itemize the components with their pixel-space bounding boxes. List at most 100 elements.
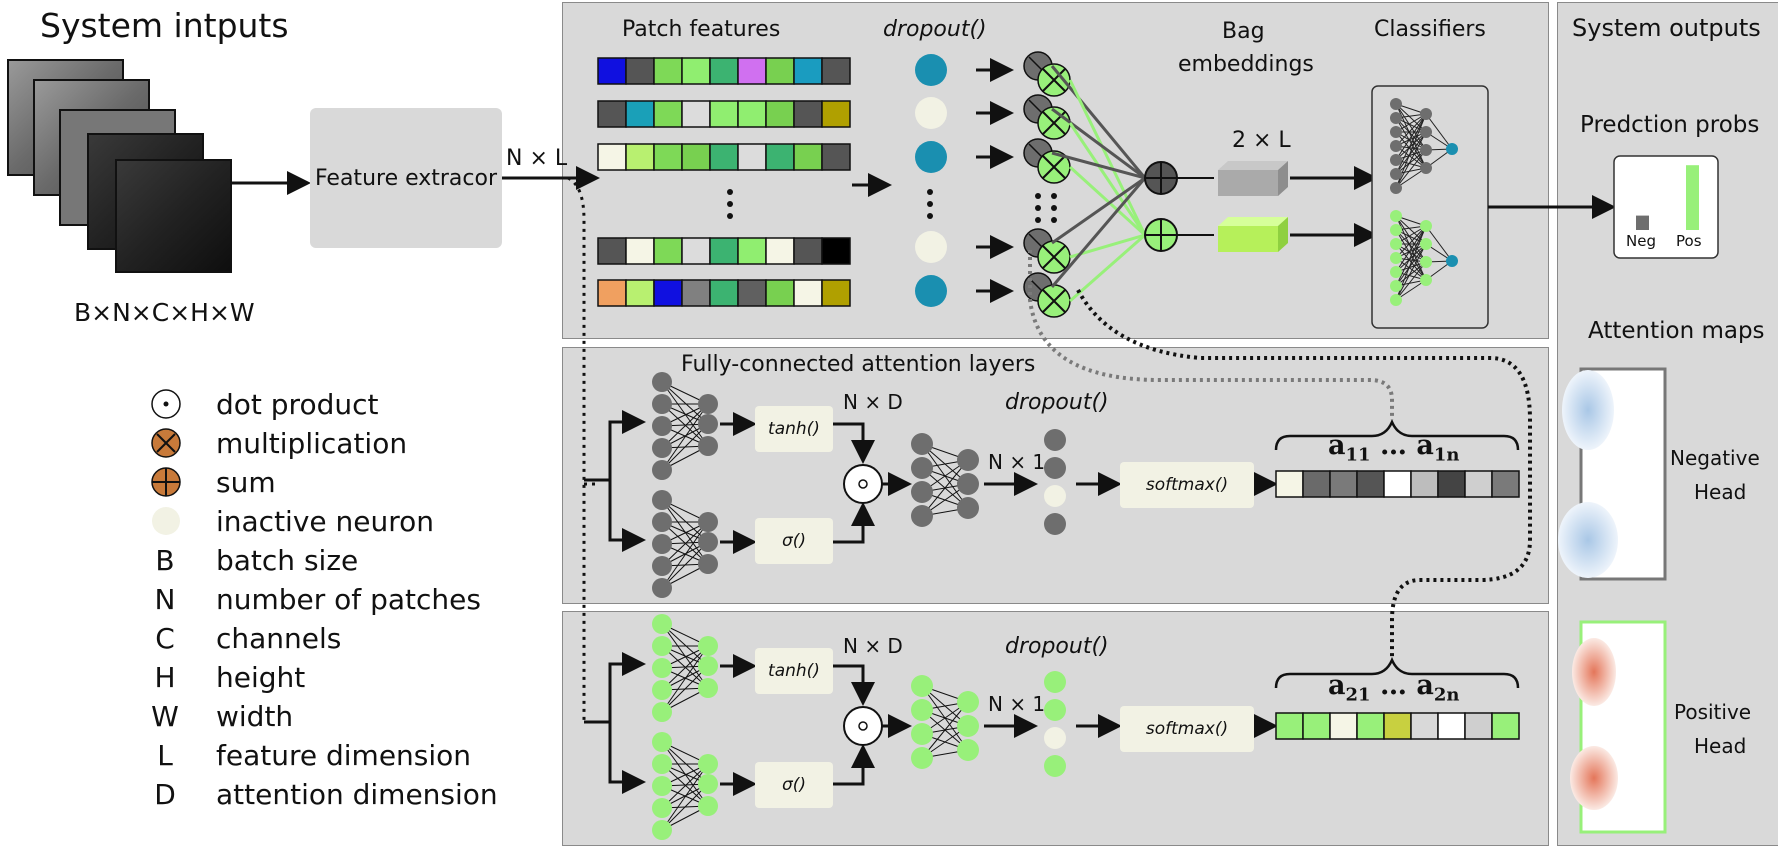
fc-neuron bbox=[698, 678, 718, 698]
patch-cell bbox=[625, 100, 655, 128]
dot-product-icon bbox=[151, 389, 181, 419]
tanh-label: tanh() bbox=[768, 661, 820, 681]
sum-icon bbox=[151, 467, 181, 497]
attention-weight-cell bbox=[1437, 712, 1466, 740]
sum-node-negative bbox=[1144, 161, 1178, 195]
patch-cell bbox=[625, 57, 655, 85]
fc-neuron bbox=[652, 614, 672, 634]
fc-neuron bbox=[652, 372, 672, 392]
patch-cell bbox=[765, 279, 795, 307]
classifier-neuron bbox=[1420, 108, 1432, 120]
classifier-edge bbox=[1395, 257, 1427, 281]
classifier-edge bbox=[1395, 149, 1427, 175]
dropout-neuron bbox=[915, 231, 947, 263]
fc-edge bbox=[661, 763, 709, 809]
ellipsis-dot bbox=[1035, 205, 1041, 211]
fc-edge bbox=[661, 381, 709, 425]
dropout-neuron bbox=[915, 141, 947, 173]
patch-cell bbox=[821, 143, 851, 171]
attention-weight-cell bbox=[1383, 470, 1412, 498]
extractor-output-dim: N × L bbox=[506, 146, 568, 171]
positive-head-label-2: Head bbox=[1694, 734, 1747, 758]
a1n-sub: 1n bbox=[1433, 444, 1460, 466]
classifier-neuron bbox=[1420, 220, 1432, 232]
nd-label-negative: N × D bbox=[843, 390, 903, 414]
attention-weight-cell bbox=[1356, 470, 1385, 498]
attention-weight-cell bbox=[1356, 712, 1385, 740]
classifier-edge bbox=[1395, 167, 1427, 189]
a21-letter: a bbox=[1328, 670, 1346, 701]
attention-branch-positive bbox=[584, 614, 1520, 840]
a2-ellipsis: … bbox=[1379, 670, 1407, 701]
patch-cell bbox=[597, 237, 627, 265]
patch-cell bbox=[709, 143, 739, 171]
inactive-neuron-icon bbox=[152, 507, 180, 535]
fc-neuron bbox=[698, 554, 718, 574]
softmax-label: softmax() bbox=[1145, 719, 1229, 739]
legend-symbol: H bbox=[154, 660, 176, 694]
n1-label-positive: N × 1 bbox=[988, 692, 1046, 716]
fc-neuron bbox=[698, 796, 718, 816]
patch-cell bbox=[653, 57, 683, 85]
classifier-edge bbox=[1395, 243, 1427, 287]
legend-label: sum bbox=[216, 465, 276, 499]
legend-label: attention dimension bbox=[216, 777, 498, 811]
fc-neuron bbox=[652, 416, 672, 436]
legend-label: dot product bbox=[216, 387, 379, 421]
fc-edge bbox=[921, 701, 969, 759]
pos-prob-bar bbox=[1686, 165, 1699, 230]
branch-arrow bbox=[608, 480, 646, 552]
attention-maps-title: Attention maps bbox=[1588, 318, 1765, 344]
classifier-neuron bbox=[1390, 112, 1402, 124]
feature-extractor-box bbox=[310, 108, 502, 248]
patch-cell bbox=[737, 237, 767, 265]
classifier-neuron bbox=[1420, 238, 1432, 250]
a11-letter: a bbox=[1328, 430, 1346, 461]
dropout-neuron bbox=[1044, 755, 1066, 777]
fc-neuron bbox=[698, 394, 718, 414]
legend-symbol: L bbox=[157, 738, 173, 772]
sigma-label: σ() bbox=[781, 531, 807, 551]
classifier-neuron bbox=[1390, 252, 1402, 264]
fc-edge bbox=[921, 459, 969, 517]
legend-label: width bbox=[216, 699, 294, 733]
fc-neuron bbox=[652, 820, 672, 840]
classifier-edge bbox=[1395, 229, 1427, 263]
attention-weight-cell bbox=[1410, 470, 1439, 498]
patch-cell bbox=[625, 143, 655, 171]
classifier-edge bbox=[1395, 131, 1427, 189]
patch-cell bbox=[597, 100, 627, 128]
patch-cell bbox=[821, 237, 851, 265]
classifier-neuron bbox=[1420, 126, 1432, 138]
legend-label: number of patches bbox=[216, 582, 481, 616]
patch-cell bbox=[597, 279, 627, 307]
attention-weight-cell bbox=[1464, 712, 1493, 740]
classifiers-box bbox=[1371, 85, 1489, 329]
fc-neuron bbox=[652, 798, 672, 818]
classifier-edge bbox=[1395, 113, 1427, 161]
fc-neuron bbox=[652, 534, 672, 554]
attention-weight-cell bbox=[1410, 712, 1439, 740]
patch-cell bbox=[681, 100, 711, 128]
patch-cell bbox=[821, 57, 851, 85]
classifier-neuron bbox=[1390, 154, 1402, 166]
patch-cell bbox=[709, 279, 739, 307]
fc-neuron bbox=[698, 754, 718, 774]
fc-neuron bbox=[957, 473, 979, 495]
tanh-box-negative: tanh() bbox=[755, 406, 833, 452]
fc-neuron bbox=[911, 457, 933, 479]
fc-neuron bbox=[957, 739, 979, 761]
classifier-output-neuron bbox=[1446, 143, 1458, 155]
legend-row: sum bbox=[140, 465, 276, 499]
patch-cell bbox=[597, 57, 627, 85]
fc-neuron bbox=[911, 675, 933, 697]
connection-line bbox=[1051, 151, 1146, 180]
outputs-title: System outputs bbox=[1572, 14, 1761, 42]
fc-edge bbox=[661, 783, 709, 831]
fc-neuron bbox=[698, 512, 718, 532]
pos-label: Pos bbox=[1676, 232, 1702, 250]
connection-line bbox=[1051, 107, 1146, 180]
attention-weight-cell bbox=[1275, 712, 1304, 740]
